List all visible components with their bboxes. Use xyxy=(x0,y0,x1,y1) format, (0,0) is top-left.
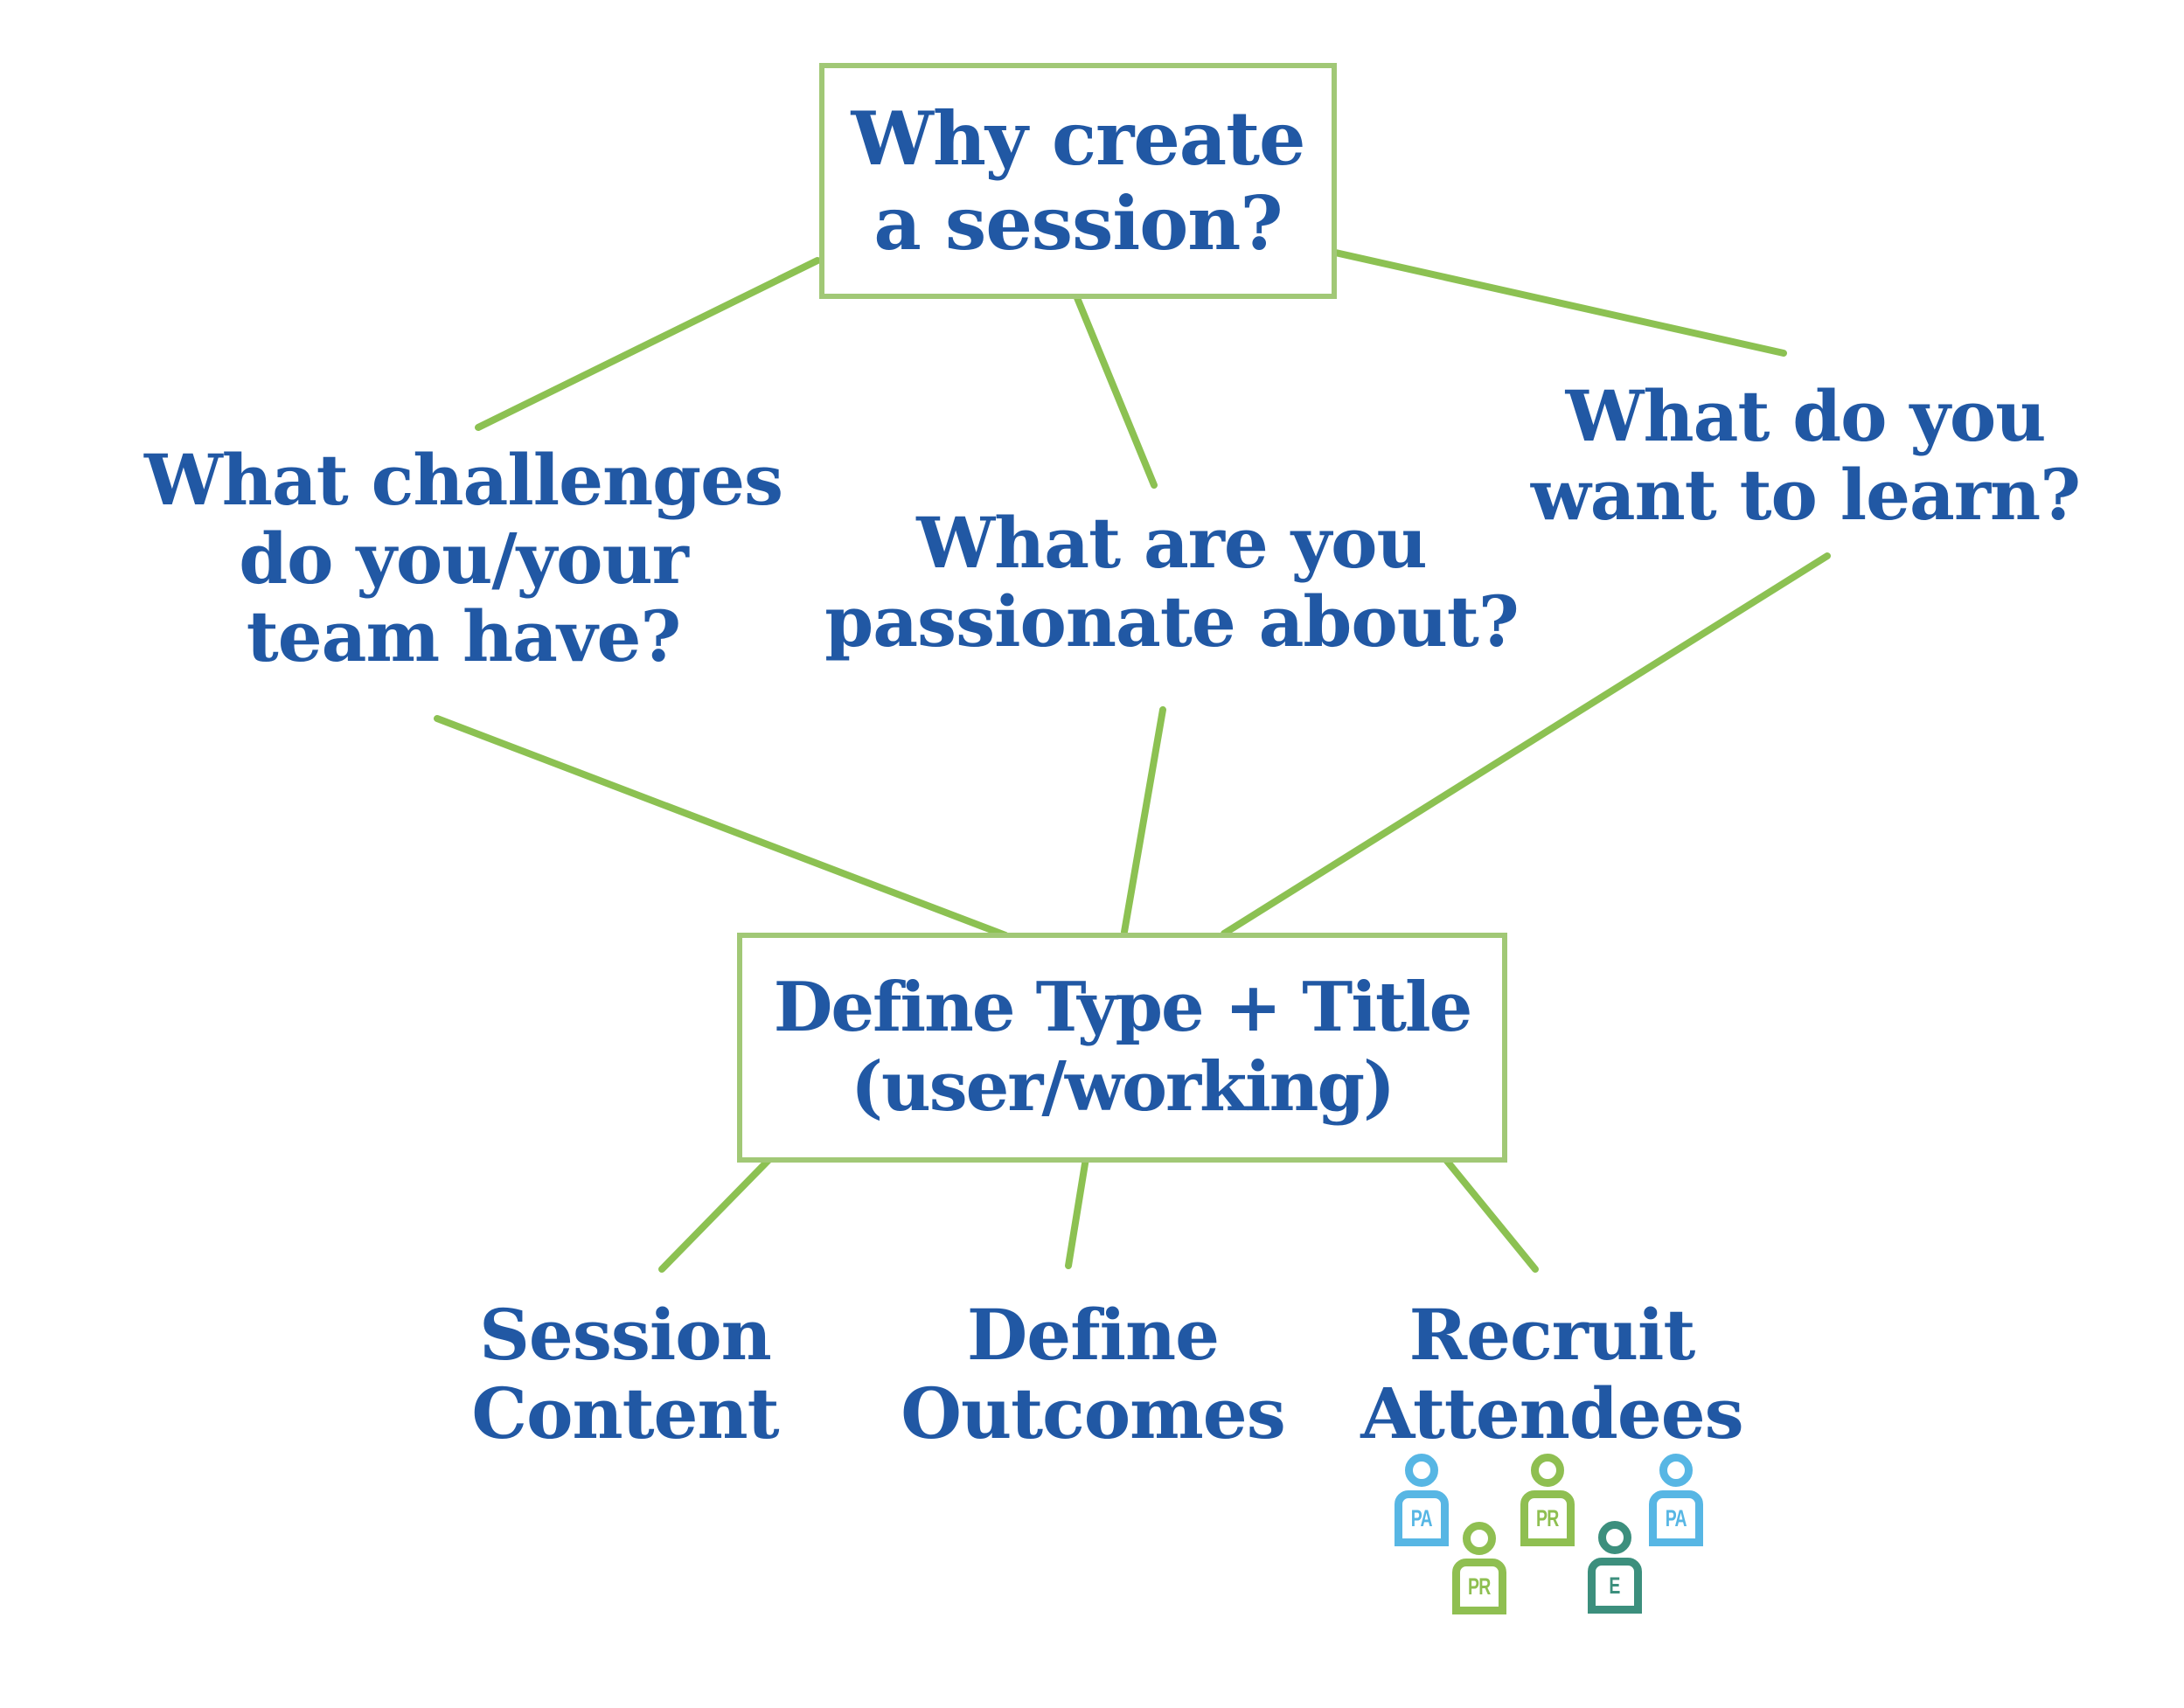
person-body-icon: PR xyxy=(1452,1559,1506,1614)
person-body-icon: E xyxy=(1588,1558,1642,1614)
person-body-icon: PR xyxy=(1520,1490,1575,1546)
person-icon-pa-2: PA xyxy=(1649,1454,1703,1546)
person-label: PR xyxy=(1536,1504,1559,1531)
connector-line xyxy=(1065,1149,1090,1269)
connector-line xyxy=(658,1147,782,1273)
question-passionate: What are you passionate about? xyxy=(824,502,1519,663)
output-recruit-attendees: Recruit Attendees xyxy=(1360,1294,1743,1455)
root-box-why-create: Why create a session? xyxy=(819,63,1337,299)
person-body-icon: PA xyxy=(1649,1490,1703,1546)
define-type-title-box: Define Type + Title (user/working) xyxy=(737,933,1507,1163)
connector-line xyxy=(1070,286,1158,489)
connector-line xyxy=(434,715,1009,939)
connector-line xyxy=(1121,706,1166,935)
person-body-icon: PA xyxy=(1395,1490,1449,1546)
question-challenges: What challenges do you/your team have? xyxy=(143,439,783,678)
person-head-icon xyxy=(1405,1454,1438,1487)
connector-line xyxy=(1221,552,1831,937)
connector-line xyxy=(1320,246,1787,357)
question-learn: What do you want to learn? xyxy=(1530,375,2081,536)
person-icon-pa-1: PA xyxy=(1395,1454,1449,1546)
person-head-icon xyxy=(1598,1521,1631,1554)
define-box-label: Define Type + Title (user/working) xyxy=(773,968,1473,1127)
person-label: E xyxy=(1609,1572,1621,1599)
person-icon-pr-1: PR xyxy=(1452,1522,1506,1614)
person-head-icon xyxy=(1463,1522,1496,1555)
person-label: PR xyxy=(1468,1573,1491,1600)
person-icon-pr-2: PR xyxy=(1520,1454,1575,1546)
person-label: PA xyxy=(1665,1504,1687,1531)
output-session-content: Session Content xyxy=(471,1294,779,1455)
person-icon-e: E xyxy=(1588,1521,1642,1614)
person-label: PA xyxy=(1410,1504,1433,1531)
person-head-icon xyxy=(1531,1454,1564,1487)
root-box-label: Why create a session? xyxy=(851,94,1306,267)
output-define-outcomes: Define Outcomes xyxy=(901,1294,1285,1455)
connector-line xyxy=(475,257,821,431)
person-head-icon xyxy=(1659,1454,1693,1487)
connector-line xyxy=(1435,1147,1539,1273)
